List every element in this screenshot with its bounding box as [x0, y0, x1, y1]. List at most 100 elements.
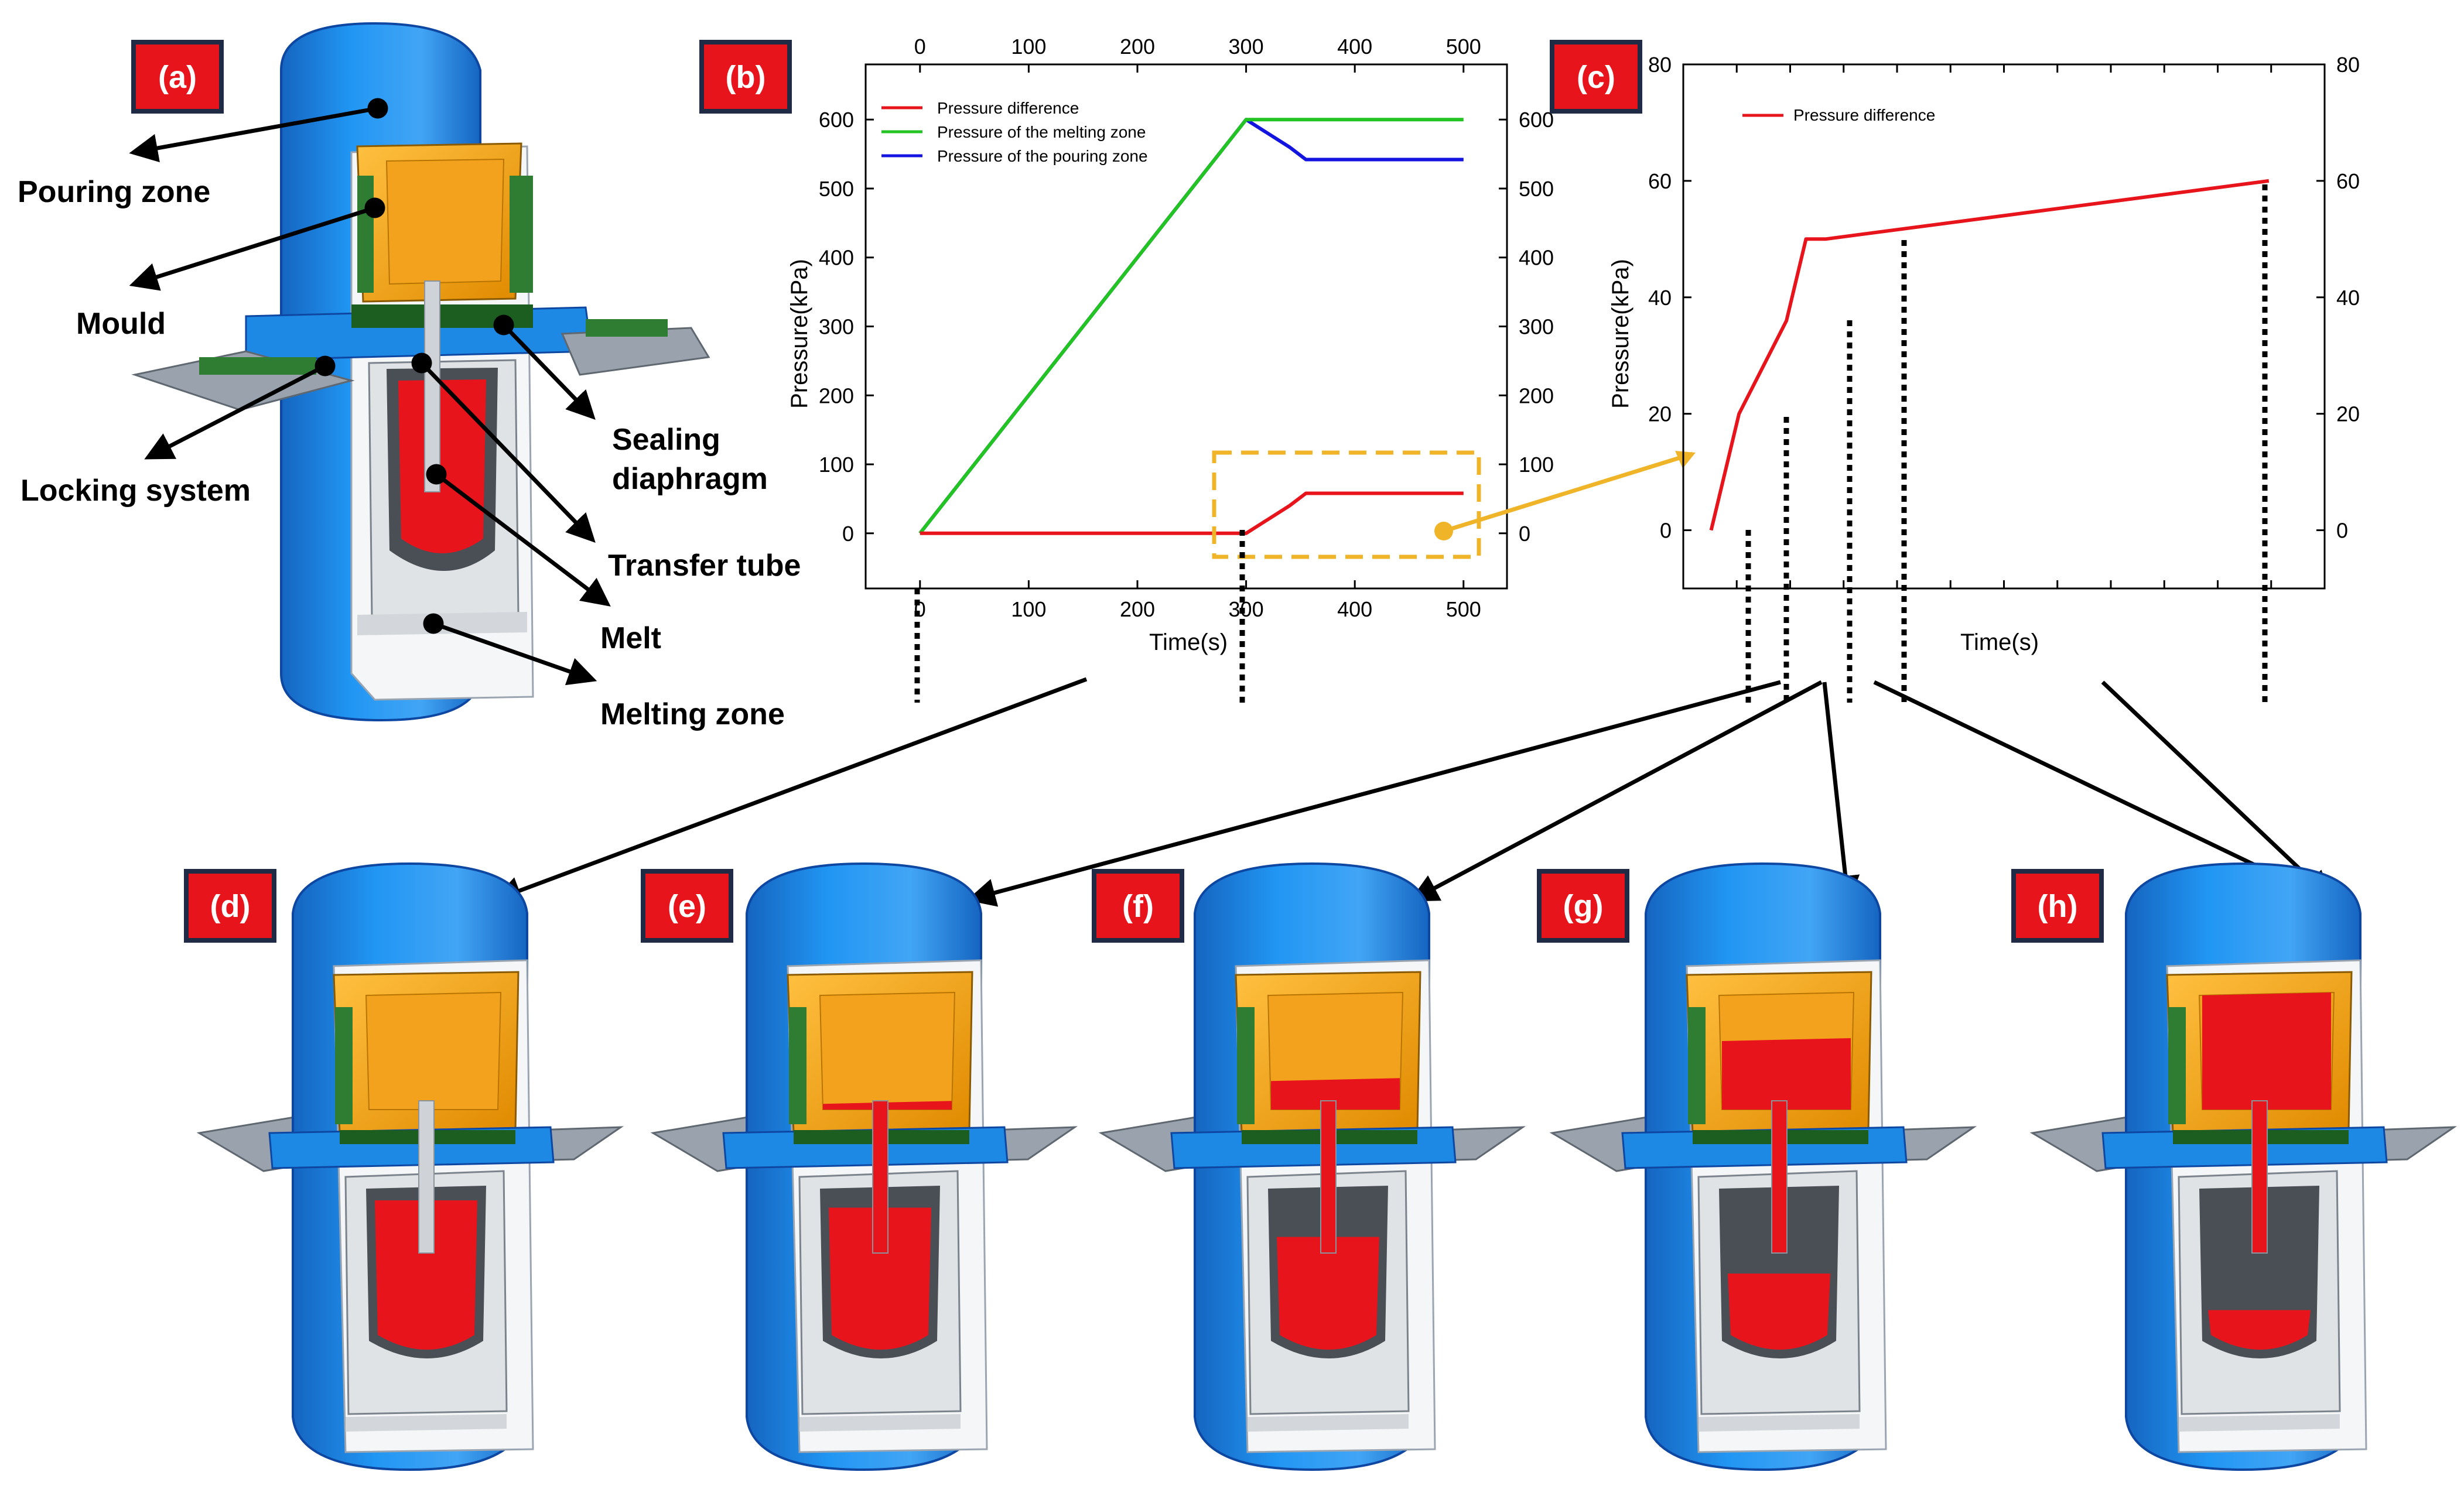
y-tick-label-left: 500 — [819, 177, 854, 201]
mould-melt-fill — [1722, 1038, 1851, 1110]
panel-badge: (e) — [641, 869, 733, 943]
x-tick-label-bottom: 500 — [1446, 597, 1481, 621]
stage-vessel — [650, 862, 1078, 1471]
y-tick-label-left: 40 — [1648, 286, 1672, 310]
y-tick-label-right: 80 — [2336, 53, 2360, 77]
crucible-melt — [829, 1207, 931, 1350]
label-mould: Mould — [76, 307, 166, 341]
panel-badge: (g) — [1537, 869, 1629, 943]
panel-badge-label: (b) — [726, 60, 766, 95]
label-diaphragm: diaphragm — [612, 462, 768, 496]
label-melt: Melt — [600, 621, 661, 655]
chart-c-series — [1709, 179, 2270, 531]
y-tick-label-right: 60 — [2336, 169, 2360, 193]
x-tick-label-bottom: 400 — [1337, 597, 1372, 621]
y-tick-label-left: 20 — [1648, 402, 1672, 426]
legend-melting-zone: Pressure of the melting zone — [937, 123, 1146, 141]
y-tick-label-right: 400 — [1519, 246, 1554, 270]
zoom-region-box — [1212, 450, 1481, 559]
transfer-tube — [1320, 1100, 1337, 1254]
transfer-tube — [872, 1100, 888, 1254]
y-tick-label-left: 0 — [842, 522, 854, 546]
panel-badge-label: (a) — [158, 60, 197, 95]
y-tick-label-left: 60 — [1648, 169, 1672, 193]
zoom-connector-arrowhead — [1675, 451, 1696, 468]
crucible-melt — [1277, 1237, 1379, 1350]
crucible-melt — [1728, 1274, 1830, 1350]
panel-badge: (f) — [1092, 869, 1184, 943]
y-tick-label-left: 100 — [819, 453, 854, 477]
y-tick-label-right: 500 — [1519, 177, 1554, 201]
y-tick-label-right: 300 — [1519, 315, 1554, 339]
pouring-sequence — [196, 862, 2458, 1471]
panel-badge: (d) — [184, 869, 276, 943]
x-tick-label-top: 200 — [1120, 35, 1155, 59]
panel-badge-label: (d) — [210, 889, 251, 924]
label-pouring-zone: Pouring zone — [18, 175, 210, 209]
chart-c-xlabel: Time(s) — [1960, 629, 2039, 655]
chart-c-axes: 0 0 20 20 40 40 60 60 80 80 — [1648, 53, 2360, 588]
chart-b-xlabel: Time(s) — [1149, 629, 1228, 655]
panel-badge-label: (g) — [1563, 889, 1604, 924]
panel-a-callouts: Pouring zone Mould Locking system Sealin… — [18, 98, 801, 731]
chart-c-frame — [1682, 63, 2326, 590]
y-tick-label-right: 0 — [2336, 519, 2348, 543]
panel-badge-label: (f) — [1122, 889, 1154, 924]
legend-pouring-zone: Pressure of the pouring zone — [937, 147, 1148, 165]
y-tick-label-left: 200 — [819, 384, 854, 408]
y-tick-label-right: 20 — [2336, 402, 2360, 426]
stage-vessel — [2029, 862, 2458, 1471]
mould-melt-fill — [1271, 1078, 1400, 1110]
label-sealing: Sealing — [612, 423, 720, 457]
label-locking-system: Locking system — [20, 474, 251, 508]
y-tick-label-right: 40 — [2336, 286, 2360, 310]
y-tick-label-right: 200 — [1519, 384, 1554, 408]
y-tick-label-left: 80 — [1648, 53, 1672, 77]
label-melting-zone: Melting zone — [600, 697, 785, 731]
chart-b-series — [918, 118, 1464, 535]
x-tick-label-top: 0 — [914, 35, 926, 59]
series-line-pressure-difference — [1709, 179, 2270, 531]
time-markers — [914, 184, 2268, 703]
crucible-melt — [2208, 1310, 2311, 1350]
y-tick-label-left: 300 — [819, 315, 854, 339]
chart-c-legend: Pressure difference — [1742, 106, 1935, 124]
panel-badge-label: (c) — [1577, 60, 1615, 95]
chart-b-frame — [864, 63, 1508, 590]
x-tick-label-bottom: 300 — [1229, 597, 1264, 621]
panel-badge: (h) — [2011, 869, 2104, 943]
series-line-pressure-of-the-melting-zone — [918, 118, 1464, 535]
label-transfer-tube: Transfer tube — [608, 549, 801, 583]
panel-badge: (b) — [699, 40, 792, 114]
legend-pressure-difference-c: Pressure difference — [1793, 106, 1935, 124]
zoom-connector-line — [1443, 451, 1694, 533]
x-tick-label-top: 500 — [1446, 35, 1481, 59]
stage-vessel — [1098, 862, 1526, 1471]
y-tick-label-right: 0 — [1519, 522, 1530, 546]
mould-melt-fill — [2202, 992, 2331, 1110]
chart-c: 0 0 20 20 40 40 60 60 80 80 Time(s) Pressure(kPa)… — [1608, 53, 2360, 655]
y-tick-label-left: 600 — [819, 108, 854, 132]
panel-badges: (a) (b) (c) (d) (e) (f) (g) (h) — [131, 40, 2104, 943]
chart-c-ylabel: Pressure(kPa) — [1608, 259, 1633, 409]
panel-badge-label: (h) — [2038, 889, 2078, 924]
x-tick-label-top: 300 — [1229, 35, 1264, 59]
x-tick-label-bottom: 200 — [1120, 597, 1155, 621]
series-line-pressure-difference — [920, 491, 1464, 535]
series-line-pressure-of-the-pouring-zone — [918, 118, 1464, 535]
crucible-melt — [375, 1200, 477, 1350]
transfer-tube — [418, 1100, 435, 1254]
y-tick-label-left: 0 — [1660, 519, 1672, 543]
panel-a-vessel-illustration — [131, 22, 710, 722]
transfer-tube — [1771, 1100, 1788, 1254]
legend-pressure-difference: Pressure difference — [937, 99, 1079, 117]
panel-badge-label: (e) — [668, 889, 706, 924]
chart-b-ylabel: Pressure(kPa) — [787, 259, 812, 409]
chart-b-legend: Pressure difference Pressure of the melt… — [881, 99, 1148, 165]
x-tick-label-top: 100 — [1011, 35, 1046, 59]
stage-vessel — [1549, 862, 1977, 1471]
x-tick-label-top: 400 — [1337, 35, 1372, 59]
